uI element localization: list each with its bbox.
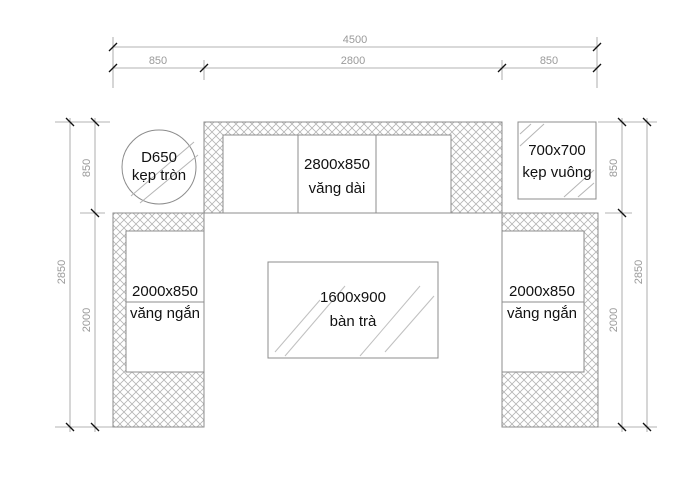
dimension-right-lower: 2000 (608, 308, 620, 332)
coffee-table-size: 1600x900 (320, 289, 386, 306)
dimension-top-left: 850 (149, 55, 167, 67)
left-dimensions: 2850 850 2000 (55, 117, 115, 432)
dimension-left-upper: 850 (81, 159, 93, 177)
dimension-left-lower: 2000 (81, 308, 93, 332)
left-sofa-size: 2000x850 (132, 283, 198, 300)
dimension-right-upper: 850 (608, 159, 620, 177)
square-side-table: 700x700 kẹp vuông (517, 121, 597, 200)
square-table-name: kẹp vuông (522, 164, 591, 181)
left-sofa-name: văng ngắn (130, 305, 200, 322)
right-sofa-size: 2000x850 (509, 283, 575, 300)
dimension-top-overall: 4500 (343, 34, 367, 46)
dimension-top-middle: 2800 (341, 55, 365, 67)
round-table-name: kẹp tròn (132, 167, 186, 184)
coffee-table: 1600x900 bàn trà (267, 261, 439, 359)
top-dimensions: 4500 850 2800 850 (108, 34, 602, 88)
dimension-left-overall: 2850 (56, 260, 68, 284)
right-short-sofa: 2000x850 văng ngắn (501, 212, 599, 428)
coffee-table-name: bàn trà (330, 313, 377, 330)
dimension-top-right: 850 (540, 55, 558, 67)
long-sofa-name: văng dài (309, 180, 366, 197)
round-table-size: D650 (141, 149, 177, 166)
left-short-sofa: 2000x850 văng ngắn (112, 212, 205, 428)
long-sofa: 2800x850 văng dài (203, 121, 503, 214)
square-table-size: 700x700 (528, 142, 586, 159)
long-sofa-size: 2800x850 (304, 156, 370, 173)
round-side-table: D650 kẹp tròn (121, 129, 199, 205)
dimension-right-overall: 2850 (633, 260, 645, 284)
right-dimensions: 850 2000 2850 (598, 117, 657, 432)
right-sofa-name: văng ngắn (507, 305, 577, 322)
